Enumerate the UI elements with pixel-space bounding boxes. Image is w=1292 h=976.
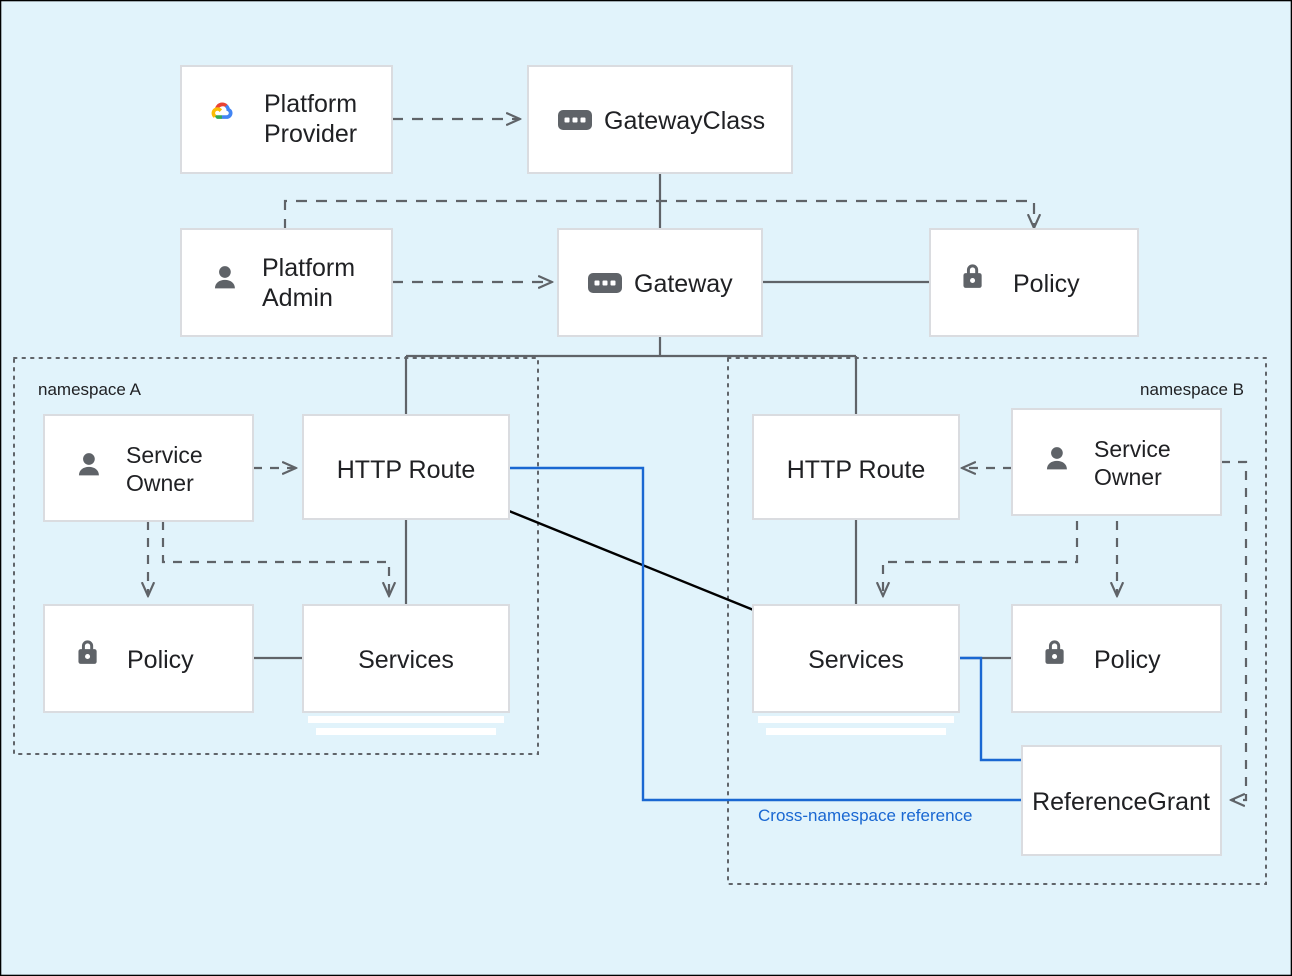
- cross-namespace-connector-layer: [509, 466, 1022, 802]
- services-b-stack-sheet-1: [758, 716, 954, 723]
- gateway-chip-icon: [558, 110, 592, 130]
- platform-provider-label-line2: Provider: [264, 120, 357, 148]
- http-route-a-label: HTTP Route: [337, 456, 475, 484]
- node-service-owner-a[interactable]: Service Owner: [43, 414, 254, 522]
- reference-grant-label: ReferenceGrant: [1032, 788, 1210, 816]
- node-service-owner-b[interactable]: Service Owner: [1011, 408, 1222, 516]
- services-b-stack-sheet-2: [766, 728, 946, 735]
- edge-cross-namespace-reference: [509, 466, 1022, 802]
- gateway-chip-icon: [588, 273, 622, 293]
- namespace-b-container: [727, 357, 1267, 885]
- node-policy-b[interactable]: Policy: [1011, 604, 1222, 713]
- policy-top-label: Policy: [1013, 270, 1080, 298]
- gateway-label: Gateway: [634, 270, 733, 298]
- node-policy-top[interactable]: Policy: [929, 228, 1139, 337]
- node-reference-grant[interactable]: ReferenceGrant: [1021, 745, 1222, 856]
- node-services-b[interactable]: Services: [752, 604, 960, 735]
- namespace-a-label: namespace A: [38, 380, 142, 399]
- platform-admin-label-line2: Admin: [262, 284, 333, 312]
- edge-service-owner-a-to-services-a: [161, 521, 389, 596]
- edge-http-route-a-to-services-b-diagonal: [508, 509, 757, 613]
- namespace-a-container: [13, 357, 539, 755]
- connector-layer: [148, 119, 1248, 800]
- node-platform-provider[interactable]: Platform Provider: [180, 65, 393, 174]
- service-owner-b-label-line1: Service: [1094, 436, 1171, 462]
- node-services-a[interactable]: Services: [302, 604, 510, 735]
- edge-services-b-to-reference-grant: [960, 656, 1022, 762]
- cross-namespace-reference-label: Cross-namespace reference: [758, 806, 972, 825]
- services-a-label: Services: [358, 646, 454, 674]
- service-owner-a-label-line1: Service: [126, 442, 203, 468]
- http-route-b-label: HTTP Route: [787, 456, 925, 484]
- node-policy-a[interactable]: Policy: [43, 604, 254, 713]
- node-http-route-a[interactable]: HTTP Route: [302, 414, 510, 520]
- platform-provider-label-line1: Platform: [264, 90, 357, 118]
- edge-service-owner-b-to-services-b: [883, 521, 1079, 596]
- namespace-b-label: namespace B: [1140, 380, 1244, 399]
- node-gateway[interactable]: Gateway: [557, 228, 763, 337]
- edge-gateway-to-http-routes: [404, 334, 858, 418]
- services-a-stack-sheet-1: [308, 716, 504, 723]
- node-http-route-b[interactable]: HTTP Route: [752, 414, 960, 520]
- policy-a-label: Policy: [127, 646, 194, 674]
- edge-platform-admin-to-policy: [283, 199, 1034, 230]
- services-a-stack-sheet-2: [316, 728, 496, 735]
- services-b-label: Services: [808, 646, 904, 674]
- node-platform-admin[interactable]: Platform Admin: [180, 228, 393, 337]
- service-owner-a-label-line2: Owner: [126, 470, 194, 496]
- edge-service-owner-b-to-reference-grant: [1221, 460, 1248, 800]
- service-owner-b-label-line2: Owner: [1094, 464, 1162, 490]
- policy-b-label: Policy: [1094, 646, 1161, 674]
- gateway-class-label: GatewayClass: [604, 107, 765, 135]
- node-gateway-class[interactable]: GatewayClass: [527, 65, 793, 174]
- platform-admin-label-line1: Platform: [262, 254, 355, 282]
